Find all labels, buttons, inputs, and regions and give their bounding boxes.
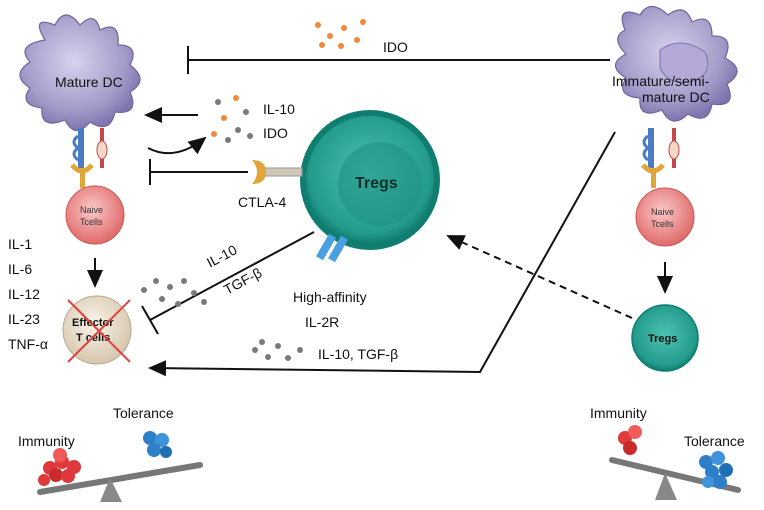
- il2r-receptor: High-affinity IL-2R: [293, 233, 367, 330]
- balance-right: Immunity Tolerance: [590, 405, 745, 500]
- tregs-small-label: Tregs: [648, 333, 677, 345]
- il10-ido-secretion: IL-10 IDO: [144, 95, 295, 155]
- dashed-arrow-tregs: [446, 235, 633, 319]
- il10-mid-label: IL-10: [204, 241, 240, 270]
- cytokine-2: IL-6: [8, 261, 32, 277]
- cytokine-4: IL-23: [8, 311, 40, 327]
- ctla4-label: CTLA-4: [238, 194, 286, 210]
- cytokine-5: TNF-α: [8, 336, 48, 352]
- effector-tcells: Effector T cells: [62, 295, 132, 365]
- il10-tgfb-inhibition: IL-10 TGF-β: [141, 231, 315, 335]
- mature-dc-receptors: [70, 128, 108, 188]
- tregs-small-cell: Tregs: [631, 304, 699, 372]
- immature-dc-cell: Immature/semi- mature DC: [612, 5, 738, 122]
- mature-dc-cell: Mature DC: [19, 14, 141, 132]
- immature-dc-receptors: [641, 128, 680, 188]
- tregs-big-label: Tregs: [355, 175, 398, 192]
- ctla4-receptor: CTLA-4: [149, 159, 303, 210]
- il2r-label: IL-2R: [305, 314, 339, 330]
- cytokine-1: IL-1: [8, 236, 32, 252]
- immunity-right-label: Immunity: [590, 405, 647, 421]
- naive-tcells-right: Naive Tcells: [635, 187, 695, 247]
- immunity-left-label: Immunity: [18, 433, 75, 449]
- il10-upper-label: IL-10: [263, 101, 295, 117]
- ido-upper-label: IDO: [263, 125, 288, 141]
- tolerance-right-label: Tolerance: [684, 433, 745, 449]
- il10-tgfb-bottom-label: IL-10, TGF-β: [318, 346, 398, 362]
- high-affinity-label: High-affinity: [293, 289, 367, 305]
- immature-dc-label-1: Immature/semi-: [612, 73, 710, 89]
- tregs-big-cell: Tregs: [300, 110, 440, 250]
- tolerance-left-label: Tolerance: [113, 405, 174, 421]
- ido-top-label: IDO: [383, 39, 408, 55]
- mature-dc-label: Mature DC: [55, 74, 123, 90]
- ido-inhibition-top: IDO: [187, 19, 610, 74]
- il10-tgfb-bottom-arrow: IL-10, TGF-β: [148, 131, 616, 377]
- naive-right-label-1: Naive: [651, 207, 674, 217]
- cytokine-3: IL-12: [8, 286, 40, 302]
- naive-left-label-1: Naive: [80, 205, 103, 215]
- immature-dc-label-2: mature DC: [642, 89, 710, 105]
- naive-tcells-left: Naive Tcells: [65, 185, 125, 245]
- cytokine-list: IL-1 IL-6 IL-12 IL-23 TNF-α: [8, 236, 48, 352]
- naive-left-label-2: Tcells: [80, 217, 103, 227]
- naive-right-label-2: Tcells: [651, 219, 674, 229]
- balance-left: Immunity Tolerance: [18, 405, 203, 502]
